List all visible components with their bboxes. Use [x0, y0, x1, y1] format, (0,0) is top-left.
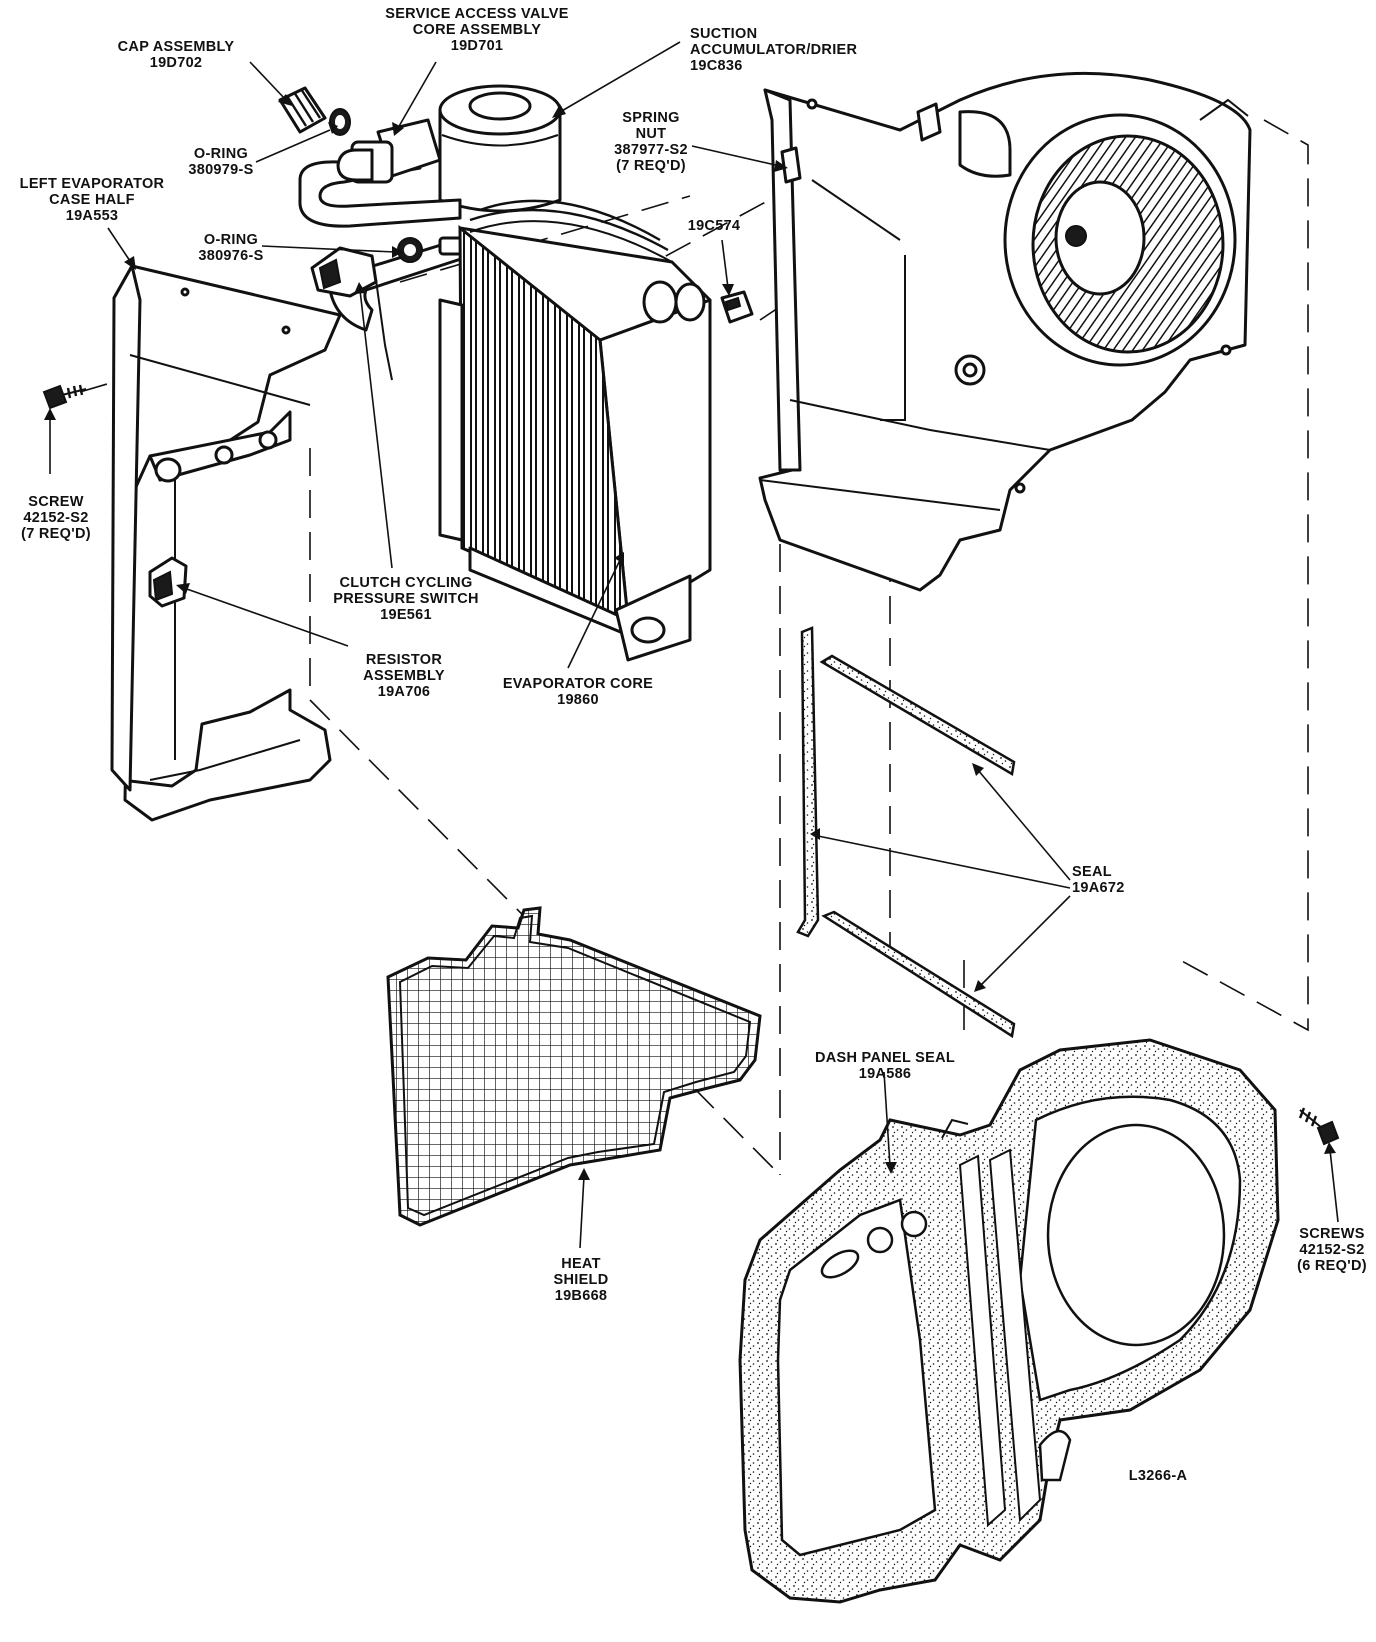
heat-shield — [386, 906, 762, 1227]
refrigerant-tubes — [298, 118, 472, 332]
label-evaporator-core: EVAPORATOR CORE 19860 — [502, 676, 654, 708]
label-dash-panel-seal: DASH PANEL SEAL 19A586 — [814, 1050, 956, 1082]
resistor-assembly — [148, 556, 188, 608]
blower-housing — [758, 71, 1252, 592]
label-service-access-valve: SERVICE ACCESS VALVE CORE ASSEMBLY 19D70… — [385, 6, 569, 54]
callout-leaders — [44, 41, 1339, 1249]
left-evaporator-case-half — [110, 264, 342, 822]
label-suction-accumulator: SUCTION ACCUMULATOR/DRIER 19C836 — [690, 26, 858, 74]
screws-right — [1298, 1107, 1340, 1146]
label-o-ring-lower: O-RING 380976-S — [198, 232, 264, 264]
label-o-ring-upper: O-RING 380979-S — [188, 146, 254, 178]
seal-strips — [796, 626, 1016, 1039]
fitting-19c574 — [720, 290, 754, 324]
label-heat-shield: HEAT SHIELD 19B668 — [553, 1256, 609, 1304]
figure-id: L3266-A — [1128, 1468, 1188, 1484]
spring-nut — [780, 146, 802, 184]
label-left-case-half: LEFT EVAPORATOR CASE HALF 19A553 — [19, 176, 165, 224]
label-spring-nut: SPRING NUT 387977-S2 (7 REQ'D) — [614, 110, 688, 174]
screw-left — [42, 384, 87, 410]
label-resistor-assembly: RESISTOR ASSEMBLY 19A706 — [363, 652, 445, 700]
o-ring-lower — [397, 236, 466, 263]
dash-panel-seal — [738, 1038, 1280, 1604]
label-seal: SEAL 19A672 — [1072, 864, 1125, 896]
label-screws-right: SCREWS 42152-S2 (6 REQ'D) — [1297, 1226, 1367, 1274]
label-cap-assembly: CAP ASSEMBLY 19D702 — [117, 39, 235, 71]
label-19c574: 19C574 — [687, 218, 741, 234]
suction-accumulator — [438, 84, 562, 213]
evaporator-core — [438, 199, 712, 662]
label-screw-left: SCREW 42152-S2 (7 REQ'D) — [21, 494, 91, 542]
cap-assembly — [278, 86, 327, 134]
label-clutch-switch: CLUTCH CYCLING PRESSURE SWITCH 19E561 — [333, 575, 479, 623]
